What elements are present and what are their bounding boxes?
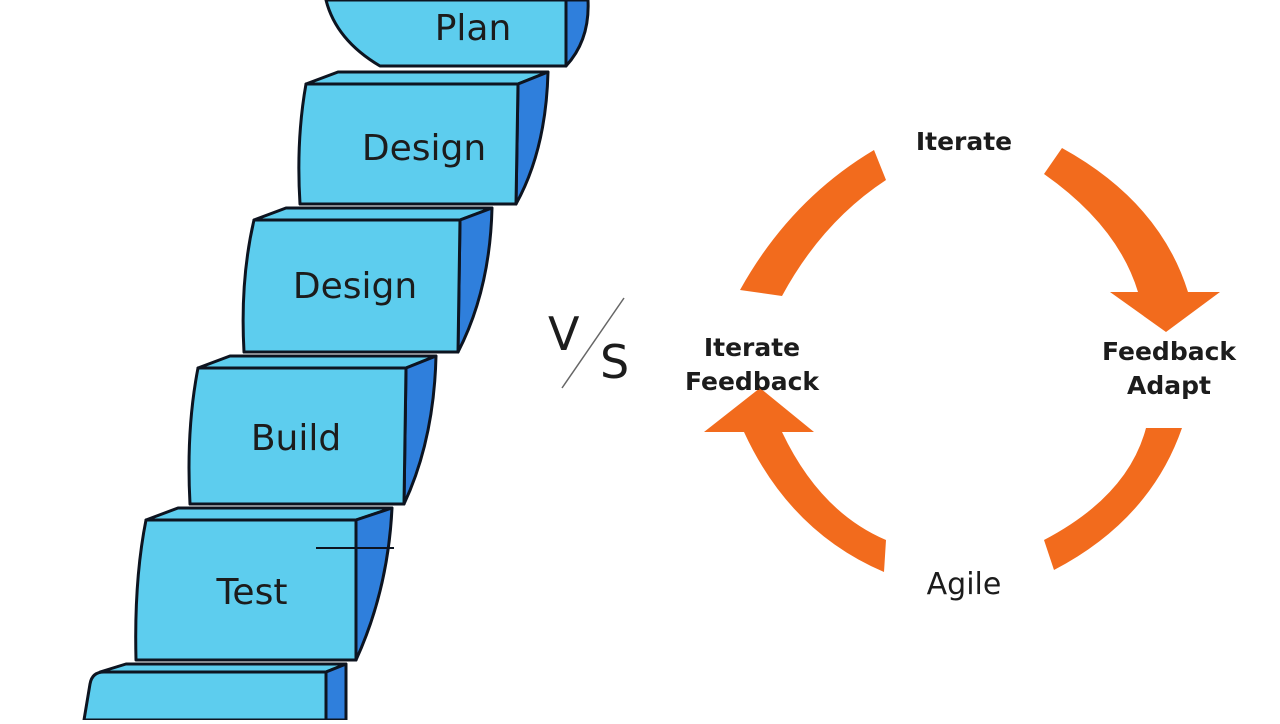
waterfall-step-design-2	[241, 206, 494, 354]
agile-label-top: Iterate	[916, 127, 1012, 156]
agile-label-left-1: Iterate	[704, 333, 800, 362]
step-label-build: Build	[251, 418, 341, 459]
versus-s: S	[600, 335, 629, 389]
agile-label-left-2: Feedback	[685, 367, 820, 396]
versus-mark: V S	[548, 297, 629, 389]
agile-title: Agile	[927, 567, 1002, 602]
waterfall-step-plan	[324, 0, 590, 68]
agile-label-right-2: Adapt	[1127, 371, 1211, 400]
waterfall-step-6	[82, 662, 348, 722]
agile-label-right-1: Feedback	[1102, 337, 1237, 366]
waterfall-step-build	[187, 354, 438, 506]
waterfall-step-test	[134, 506, 394, 662]
waterfall-staircase	[82, 0, 590, 722]
step-label-design-1: Design	[362, 128, 486, 169]
cycle-arrow-top-right	[1044, 148, 1220, 332]
versus-v: V	[548, 307, 580, 361]
step-label-plan: Plan	[435, 8, 512, 49]
waterfall-step-design-1	[297, 70, 550, 206]
versus-slash	[561, 297, 625, 389]
agile-cycle	[704, 148, 1220, 572]
step-label-design-2: Design	[293, 266, 417, 307]
cycle-arc-top-left	[740, 150, 886, 296]
cycle-arrow-bottom-left	[704, 388, 886, 572]
cycle-arc-bottom-right	[1044, 428, 1182, 570]
step-label-test: Test	[216, 572, 288, 613]
